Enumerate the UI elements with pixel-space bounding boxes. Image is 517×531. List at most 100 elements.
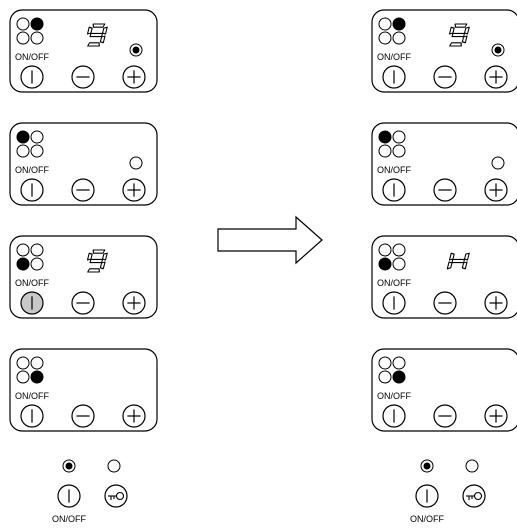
zone-led-top-right xyxy=(30,356,44,370)
lock-led xyxy=(465,459,479,473)
plus-icon xyxy=(489,70,503,84)
onoff-button[interactable] xyxy=(20,404,44,428)
seven-segment-display xyxy=(448,23,470,47)
onoff-button[interactable] xyxy=(382,404,406,428)
zone-led-bottom-left xyxy=(16,257,30,271)
cooking-zone-indicator xyxy=(378,356,406,384)
zone-led-bottom-left xyxy=(378,144,392,158)
onoff-button[interactable] xyxy=(20,65,44,89)
zone-led-top-right xyxy=(392,356,406,370)
zone-led-bottom-left xyxy=(16,31,30,45)
right-panel-2: ON/OFF xyxy=(371,122,517,206)
plus-icon xyxy=(489,183,503,197)
cooking-zone-indicator xyxy=(16,243,44,271)
onoff-button[interactable] xyxy=(20,178,44,202)
minus-button[interactable] xyxy=(71,404,95,428)
main-onoff-label: ON/OFF xyxy=(410,514,444,524)
left-main-controls: ON/OFF xyxy=(52,459,128,524)
onoff-button[interactable] xyxy=(382,178,406,202)
zone-led-top-left xyxy=(378,130,392,144)
plus-button[interactable] xyxy=(484,404,508,428)
zone-led-bottom-right xyxy=(392,144,406,158)
onoff-button[interactable] xyxy=(382,291,406,315)
onoff-button[interactable] xyxy=(382,65,406,89)
minus-button[interactable] xyxy=(71,291,95,315)
plus-button[interactable] xyxy=(122,178,146,202)
onoff-label: ON/OFF xyxy=(377,278,411,288)
onoff-button[interactable] xyxy=(20,291,44,315)
zone-led-bottom-right xyxy=(30,370,44,384)
main-onoff-button[interactable] xyxy=(415,484,439,508)
zone-led-top-left xyxy=(16,17,30,31)
left-panel-3: ON/OFF xyxy=(9,235,158,319)
plus-button[interactable] xyxy=(484,178,508,202)
key-lock-icon xyxy=(466,491,483,501)
main-onoff-button[interactable] xyxy=(57,484,81,508)
minus-button[interactable] xyxy=(433,65,457,89)
zone-led-bottom-right xyxy=(30,257,44,271)
plus-button[interactable] xyxy=(122,65,146,89)
zone-led-bottom-left xyxy=(16,144,30,158)
main-onoff-label: ON/OFF xyxy=(52,514,86,524)
right-panel-1: ON/OFF xyxy=(371,9,517,93)
zone-led-bottom-right xyxy=(30,144,44,158)
lock-led xyxy=(107,459,121,473)
plus-icon xyxy=(127,296,141,310)
zone-led-top-left xyxy=(16,243,30,257)
plus-button[interactable] xyxy=(484,291,508,315)
minus-button[interactable] xyxy=(433,404,457,428)
zone-led-bottom-right xyxy=(392,257,406,271)
right-panel-4: ON/OFF xyxy=(371,348,517,432)
seven-segment-display xyxy=(86,23,108,47)
cooking-zone-indicator xyxy=(378,17,406,45)
zone-led-top-left xyxy=(378,356,392,370)
right-panel-3: ON/OFF xyxy=(371,235,517,319)
left-panel-1: ON/OFF xyxy=(9,9,158,93)
minus-button[interactable] xyxy=(433,291,457,315)
onoff-label: ON/OFF xyxy=(15,52,49,62)
zone-led-top-left xyxy=(378,243,392,257)
plus-button[interactable] xyxy=(122,404,146,428)
right-arrow xyxy=(217,215,323,265)
indicator-led xyxy=(491,43,505,57)
plus-icon xyxy=(489,409,503,423)
plus-icon xyxy=(127,183,141,197)
right-main-controls: ON/OFF xyxy=(410,459,486,524)
indicator-led xyxy=(129,43,143,57)
cooking-zone-indicator xyxy=(378,243,406,271)
plus-button[interactable] xyxy=(122,291,146,315)
zone-led-top-left xyxy=(16,130,30,144)
minus-button[interactable] xyxy=(71,65,95,89)
indicator-led xyxy=(129,156,143,170)
plus-button[interactable] xyxy=(484,65,508,89)
plus-icon xyxy=(127,409,141,423)
key-lock-button[interactable] xyxy=(104,484,128,508)
onoff-label: ON/OFF xyxy=(377,391,411,401)
zone-led-bottom-left xyxy=(378,370,392,384)
onoff-label: ON/OFF xyxy=(15,391,49,401)
main-onoff-led xyxy=(62,459,76,473)
minus-button[interactable] xyxy=(433,178,457,202)
cooking-zone-indicator xyxy=(16,17,44,45)
zone-led-bottom-left xyxy=(378,31,392,45)
onoff-label: ON/OFF xyxy=(377,52,411,62)
onoff-label: ON/OFF xyxy=(377,165,411,175)
indicator-led xyxy=(491,156,505,170)
zone-led-bottom-right xyxy=(392,31,406,45)
minus-button[interactable] xyxy=(71,178,95,202)
zone-led-top-right xyxy=(392,130,406,144)
zone-led-bottom-right xyxy=(30,31,44,45)
zone-led-top-left xyxy=(16,356,30,370)
cooking-zone-indicator xyxy=(16,356,44,384)
seven-segment-display xyxy=(446,252,470,270)
cooking-zone-indicator xyxy=(16,130,44,158)
left-panel-4: ON/OFF xyxy=(9,348,158,432)
seven-segment-display xyxy=(86,249,108,273)
zone-led-top-right xyxy=(30,17,44,31)
left-panel-2: ON/OFF xyxy=(9,122,158,206)
key-lock-button[interactable] xyxy=(462,484,486,508)
zone-led-top-right xyxy=(30,130,44,144)
zone-led-bottom-right xyxy=(392,370,406,384)
zone-led-bottom-left xyxy=(378,257,392,271)
